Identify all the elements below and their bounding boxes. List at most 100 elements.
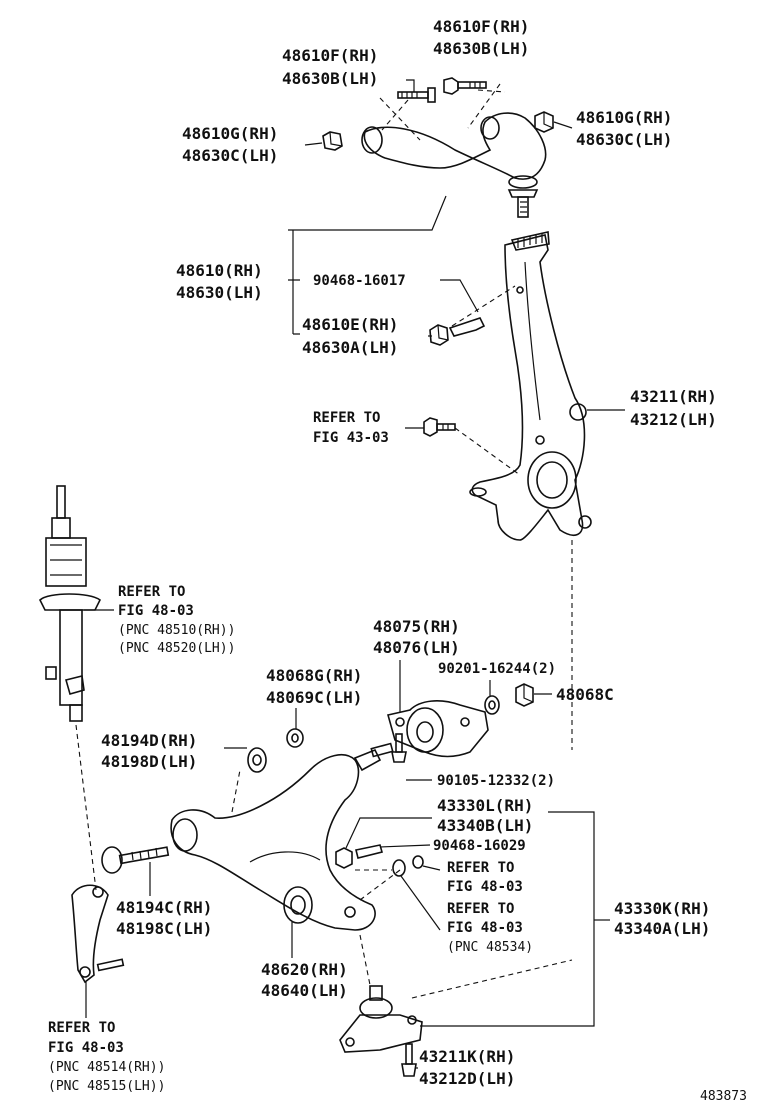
label-upper-bolt-left: 48610F(RH) 48630B(LH) [282,46,378,88]
svg-text:48194C(RH): 48194C(RH) [116,898,212,917]
svg-text:FIG 48-03: FIG 48-03 [447,920,523,936]
label-upper-bushing-left: 48610G(RH) 48630C(LH) [182,124,278,165]
svg-text:REFER TO: REFER TO [118,584,185,600]
svg-text:48610(RH): 48610(RH) [176,261,263,280]
label-washer-48068g: 48068G(RH) 48069C(LH) [266,666,362,707]
label-bolt-90105: 90105-12332(2) [437,773,555,789]
bushing-nut[interactable] [515,683,534,707]
bushing-washer[interactable] [484,695,500,715]
svg-text:REFER TO: REFER TO [447,860,514,876]
upper-control-arm[interactable] [361,112,547,218]
stabilizer-link[interactable] [71,884,125,984]
washer-48068g[interactable] [286,728,304,748]
upper-bushing-left[interactable] [322,131,343,151]
svg-text:FIG 48-03: FIG 48-03 [48,1040,124,1056]
svg-text:43211(RH): 43211(RH) [630,387,717,406]
label-upper-bolt-right: 48610F(RH) 48630B(LH) [433,17,529,58]
label-shock-refer: REFER TO FIG 48-03 (PNC 48510(RH)) (PNC … [118,584,235,656]
lower-cotter-pin-icon[interactable] [355,844,383,859]
label-cotter-upper: 90468-16017 [313,273,406,289]
label-cotter-lower: 90468-16029 [433,838,526,854]
ball-joint-nut[interactable] [335,847,353,869]
ball-joint-guide [355,869,401,901]
bushing-bolt[interactable] [391,733,407,763]
label-nut-48068c: 48068C [556,685,614,704]
upper-bushing-right[interactable] [534,111,554,133]
leader-refer-a [422,865,441,871]
label-upper-arm: 48610(RH) 48630(LH) [176,261,263,302]
knuckle-bolt[interactable] [423,417,456,437]
svg-text:48630C(LH): 48630C(LH) [576,130,672,149]
svg-text:(PNC 48534): (PNC 48534) [447,940,533,955]
label-ball-joint-assy: 43330K(RH) 43340A(LH) [614,899,710,938]
ball-joint-right-guide [411,959,573,999]
svg-text:43212(LH): 43212(LH) [630,410,717,429]
label-refer-48-b: REFER TO FIG 48-03 (PNC 48534) [447,901,533,955]
svg-text:48630(LH): 48630(LH) [176,283,263,302]
svg-text:43212D(LH): 43212D(LH) [419,1069,515,1088]
svg-text:43330L(RH): 43330L(RH) [437,796,533,815]
lower-rear-bushing[interactable] [387,700,489,758]
label-lower-arm: 48620(RH) 48640(LH) [261,960,348,1000]
shock-absorber[interactable] [39,485,102,722]
upper-castle-nut[interactable] [429,324,449,346]
upper-nut-guide [451,285,516,327]
figure-number: 483873 [700,1089,747,1104]
upper-bolt-right[interactable] [443,77,487,95]
svg-text:48630C(LH): 48630C(LH) [182,146,278,165]
lower-control-arm[interactable] [170,742,394,931]
svg-text:48630B(LH): 48630B(LH) [282,69,378,88]
svg-text:48075(RH): 48075(RH) [373,617,460,636]
svg-text:48610E(RH): 48610E(RH) [302,315,398,334]
svg-text:FIG 48-03: FIG 48-03 [447,879,523,895]
svg-text:48069C(LH): 48069C(LH) [266,688,362,707]
dust-cover-washer[interactable] [392,855,424,877]
svg-text:48198D(LH): 48198D(LH) [101,752,197,771]
steering-knuckle[interactable] [469,231,592,541]
leader-upper-bolt-left [406,79,415,92]
upper-cotter-pin-icon[interactable] [448,317,486,337]
leader-ball-upper [345,811,595,1027]
svg-text:48610F(RH): 48610F(RH) [282,46,378,65]
label-lower-bolt: 48194C(RH) 48198C(LH) [116,898,212,938]
svg-text:48076(LH): 48076(LH) [373,638,460,657]
label-washer-2: 90201-16244(2) [438,661,556,677]
leader-refer-b [400,875,441,931]
svg-text:43211K(RH): 43211K(RH) [419,1047,515,1066]
svg-text:(PNC 48514(RH)): (PNC 48514(RH)) [48,1060,165,1075]
svg-text:48068G(RH): 48068G(RH) [266,666,362,685]
lower-arm-bolt[interactable] [101,846,170,874]
upper-bolt-left[interactable] [397,87,436,103]
svg-text:43330K(RH): 43330K(RH) [614,899,710,918]
svg-text:48620(RH): 48620(RH) [261,960,348,979]
svg-text:43340B(LH): 43340B(LH) [437,816,533,835]
label-refer-43: REFER TO FIG 43-03 [313,410,389,446]
svg-text:48640(LH): 48640(LH) [261,981,348,1000]
svg-text:48610G(RH): 48610G(RH) [576,108,672,127]
svg-text:(PNC 48520(LH)): (PNC 48520(LH)) [118,641,235,656]
svg-text:48610F(RH): 48610F(RH) [433,17,529,36]
shock-guide [75,724,97,891]
leader-cotter-upper [288,279,479,313]
washer-48194d[interactable] [247,747,267,773]
ball-joint-bolt[interactable] [401,1043,417,1077]
leader-upper-arm [288,195,447,335]
arm-to-shock-guide [231,769,241,813]
label-ball-joint-upper: 43330L(RH) 43340B(LH) [437,796,533,835]
svg-text:48630B(LH): 48630B(LH) [433,39,529,58]
label-refer-48-a: REFER TO FIG 48-03 [447,860,523,895]
bolt-right-guide [467,83,506,129]
ball-joint-down-guide [359,934,371,986]
label-washer-48194d: 48194D(RH) 48198D(LH) [101,731,197,771]
svg-text:48630A(LH): 48630A(LH) [302,338,398,357]
label-knuckle: 43211(RH) 43212(LH) [630,387,717,429]
leader-cotter-lower [379,844,431,848]
svg-text:(PNC 48515(LH)): (PNC 48515(LH)) [48,1079,165,1094]
lower-ball-joint[interactable] [339,985,423,1053]
leader-upper-bushing-right [553,121,573,129]
svg-text:REFER TO: REFER TO [313,410,380,426]
svg-text:48194D(RH): 48194D(RH) [101,731,197,750]
bolt-left-guide [379,97,421,141]
leader-upper-bushing-left [304,142,323,146]
svg-text:43340A(LH): 43340A(LH) [614,919,710,938]
